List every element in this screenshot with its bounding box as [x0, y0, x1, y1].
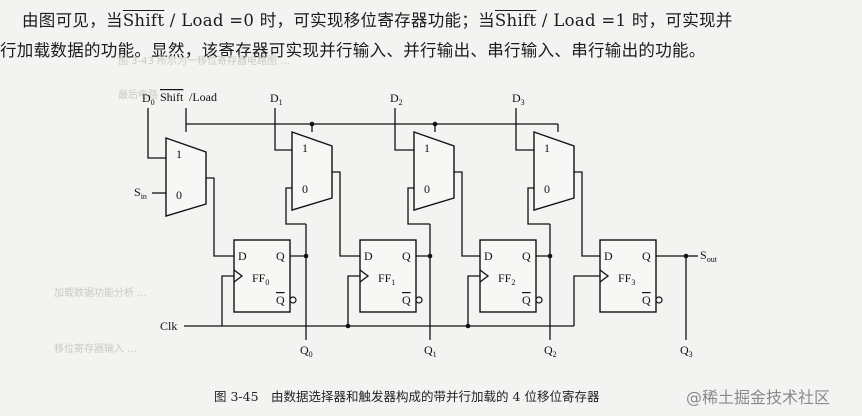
mux0-one: 1: [176, 147, 182, 161]
mux-1: [291, 131, 333, 211]
mux-0: [165, 137, 207, 217]
body-paragraph: 由图可见，当Shift / Load =0 时，可实现移位寄存器功能；当Shif…: [0, 6, 852, 66]
ff3-d: D: [604, 249, 613, 263]
shift-overline-2: Shift: [494, 11, 537, 30]
d2-wire: [394, 108, 414, 151]
d3-wire: [515, 108, 534, 151]
mux1-one: 1: [302, 141, 308, 155]
q0-label: Q0: [300, 343, 313, 359]
mux-2: [413, 131, 455, 211]
q0-feedback: [285, 187, 306, 225]
svg-text:最后电路 ...: 最后电路 ...: [118, 88, 171, 101]
q2-feedback: [527, 187, 550, 225]
mux2-zero: 0: [424, 182, 430, 196]
d2-label: D2: [390, 91, 403, 107]
ff2-qbar: Q: [522, 293, 531, 307]
figure-caption: 图 3-45 由数据选择器和触发器构成的带并行加载的 4 位移位寄存器: [214, 389, 600, 404]
svg-text:移位寄存器输入 ...: 移位寄存器输入 ...: [54, 342, 137, 355]
sin-label: Sin: [134, 185, 147, 201]
mux0-zero: 0: [176, 188, 182, 202]
ff2-d: D: [484, 249, 493, 263]
shift-overline-1: Shift: [122, 11, 165, 30]
q1-label: Q1: [424, 343, 437, 359]
ff2-name: FF2: [498, 271, 515, 287]
ff1-qbar: Q: [402, 293, 411, 307]
mux3-one: 1: [544, 141, 550, 155]
load-label: /Load: [189, 90, 217, 104]
ff3-name: FF3: [618, 271, 635, 287]
d1-label: D1: [270, 91, 283, 107]
ff3-q: Q: [642, 249, 651, 263]
d0-label: D0: [142, 91, 155, 107]
shift-load-bus: [185, 108, 558, 125]
ff2-q: Q: [522, 249, 531, 263]
ff0-name: FF0: [252, 271, 269, 287]
ff3-qbar: Q: [642, 293, 651, 307]
svg-text:图 3-43 所示为一移位寄存器电路图 ...: 图 3-43 所示为一移位寄存器电路图 ...: [118, 54, 290, 67]
shift-bar-label: Shift: [160, 90, 184, 104]
para-line-2: 行加载数据的功能。显然，该寄存器可实现并行输入、并行输出、串行输入、串行输出的功…: [0, 41, 706, 60]
d3-label: D3: [512, 91, 525, 107]
para-text-2: / Load =0 时，可实现移位寄存器功能；当: [164, 11, 495, 30]
clk-label: Clk: [160, 319, 177, 333]
mux-3: [533, 131, 575, 211]
q1-feedback: [407, 187, 430, 225]
para-text-3: / Load =1 时，可实现并: [536, 11, 733, 30]
ff1-q: Q: [402, 249, 411, 263]
d1-wire: [274, 108, 292, 151]
svg-text:加载数据功能分析 ...: 加载数据功能分析 ...: [54, 286, 147, 299]
para-text-1: 由图可见，当: [22, 11, 123, 30]
ff0-qbar: Q: [276, 293, 285, 307]
ff-2: [479, 239, 537, 313]
ff0-d: D: [238, 249, 247, 263]
d0-wire: [147, 108, 166, 159]
mux1-zero: 0: [302, 182, 308, 196]
ff0-q: Q: [276, 249, 285, 263]
q3-label: Q3: [680, 343, 693, 359]
mux2-one: 1: [424, 141, 430, 155]
watermark: @稀土掘金技术社区: [686, 388, 831, 407]
ff1-name: FF1: [378, 271, 395, 287]
sout-label: Sout: [700, 248, 718, 264]
mux3-zero: 0: [544, 182, 550, 196]
q2-label: Q2: [544, 343, 557, 359]
ff-1: [359, 239, 417, 313]
ff1-d: D: [364, 249, 373, 263]
ff-3: [599, 239, 657, 313]
